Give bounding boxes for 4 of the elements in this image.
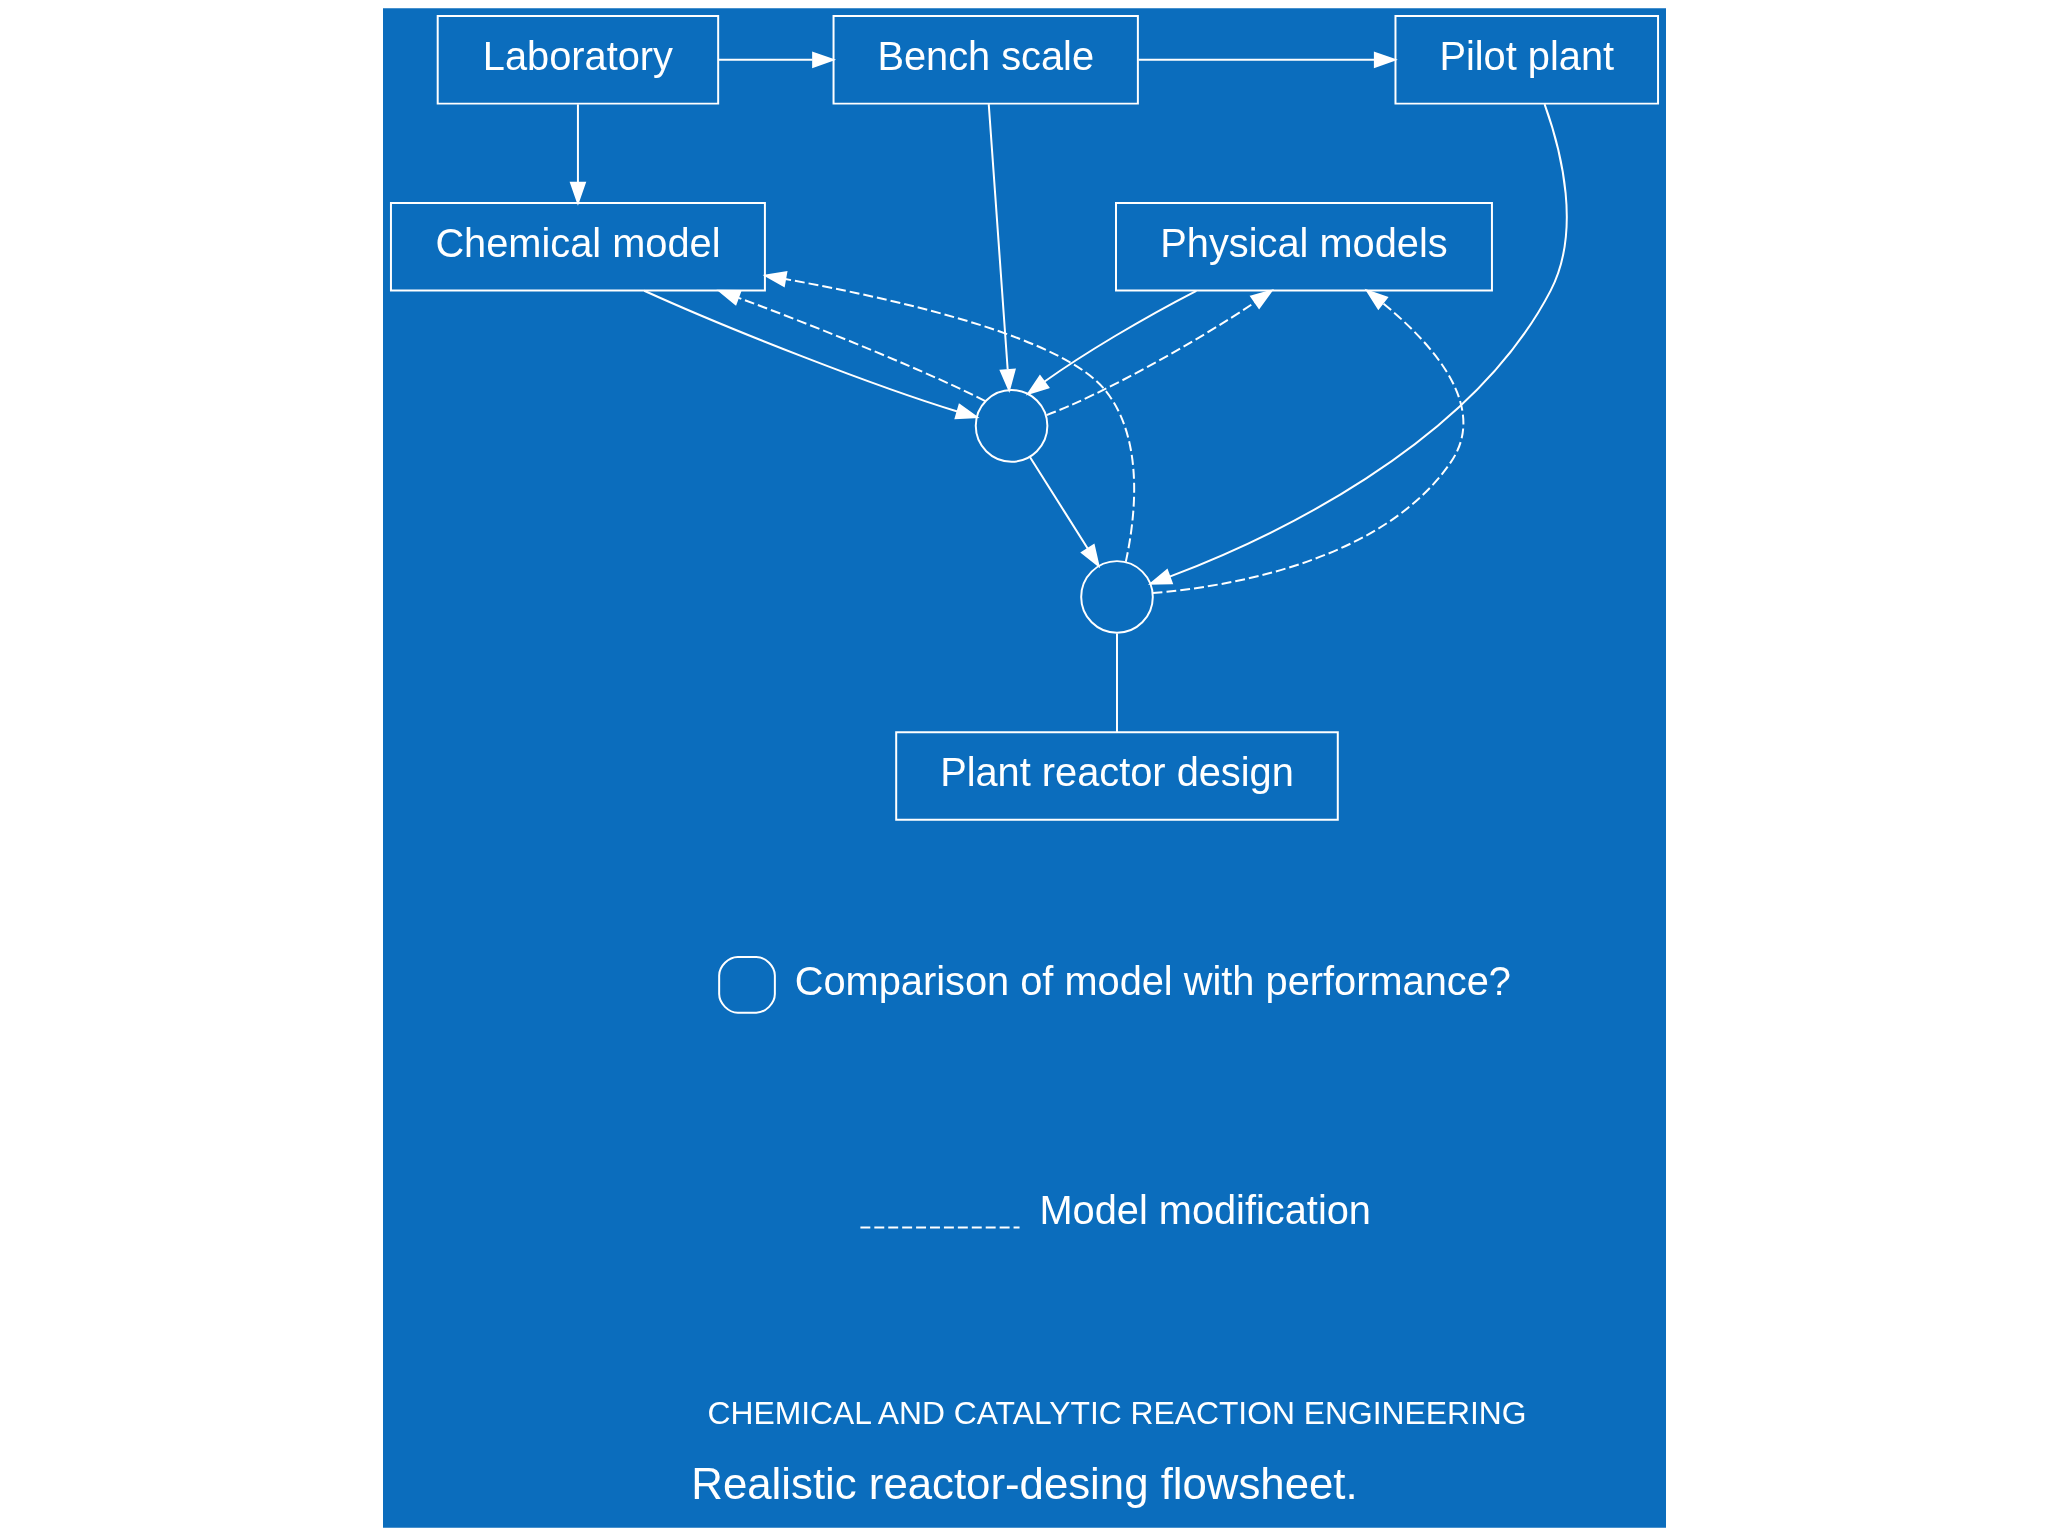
caption: Realistic reactor-desing flowsheet.	[690, 1459, 1358, 1509]
legend-label: Model modification	[1038, 1187, 1371, 1232]
legend-label: Comparison of model with performance?	[794, 958, 1511, 1003]
label: CHEMICAL AND CATALYTIC REACTION ENGINEERING	[707, 1395, 1526, 1432]
